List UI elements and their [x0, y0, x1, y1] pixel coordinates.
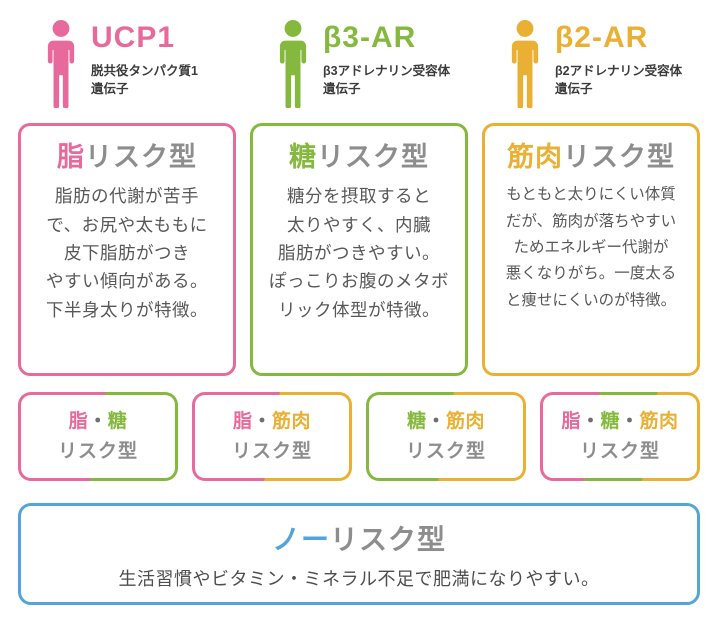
combo-box-sugar-muscle-inner: 糖・筋肉 リスク型: [369, 395, 523, 478]
gene-header-b2ar: β2-AR β2アドレナリン受容体 遺伝子: [482, 20, 700, 116]
gene-header-ucp1: UCP1 脱共役タンパク質1 遺伝子: [18, 20, 236, 116]
combo-fat-sugar-muscle-suffix: リスク型: [579, 441, 660, 463]
risk-box-muscle: 筋肉リスク型 もともと太りにくい体質 だが、筋肉が落ちやすい ためエネルギー代謝…: [482, 123, 700, 376]
risk-box-muscle-description: もともと太りにくい体質 だが、筋肉が落ちやすい ためエネルギー代謝が 悪くなりが…: [505, 186, 677, 309]
gene-header-text-b3ar: β3-AR β3アドレナリン受容体 遺伝子: [323, 20, 450, 116]
no-risk-title-colored: ノー: [271, 523, 330, 555]
gene-header-b3ar: β3-AR β3アドレナリン受容体 遺伝子: [250, 20, 468, 116]
risk-box-fat-title: 脂リスク型: [25, 141, 229, 173]
risk-box-muscle-title-colored: 筋肉: [507, 142, 563, 172]
combo-fat-sugar-muscle-title: 脂・糖・筋肉: [561, 410, 678, 435]
gene-name-b3ar: β3-AR: [323, 21, 417, 54]
combo-sugar-muscle-suffix: リスク型: [405, 441, 486, 463]
risk-box-fat: 脂リスク型 脂肪の代謝が苦手 で、お尻や太ももに 皮下脂肪がつき やすい傾向があ…: [18, 123, 236, 376]
person-icon-pink: [44, 20, 78, 116]
combo-risk-row: 脂・糖 リスク型 脂・筋肉 リスク型 糖・筋肉 リスク型 脂・糖・筋肉 リスク型: [18, 392, 700, 481]
combo-separator: ・: [252, 410, 272, 432]
combo-box-fat-muscle: 脂・筋肉 リスク型: [192, 392, 352, 481]
combo-part-muscle: 筋肉: [639, 410, 679, 432]
combo-part-sugar: 糖: [107, 410, 128, 432]
gene-subtitle-b2ar: β2アドレナリン受容体 遺伝子: [555, 63, 683, 97]
risk-box-muscle-title-suffix: リスク型: [563, 142, 675, 172]
gene-name-b2ar: β2-AR: [555, 21, 649, 54]
combo-part-muscle: 筋肉: [272, 410, 312, 432]
gene-header-text-ucp1: UCP1 脱共役タンパク質1 遺伝子: [91, 20, 198, 116]
gene-column-b3ar: β3-AR β3アドレナリン受容体 遺伝子 糖リスク型 糖分を摂取すると 太りや…: [250, 20, 468, 376]
combo-separator: ・: [426, 410, 446, 432]
no-risk-box: ノーリスク型 生活習慣やビタミン・ミネラル不足で肥満になりやすい。: [18, 503, 700, 605]
combo-separator: ・: [580, 410, 601, 432]
no-risk-description: 生活習慣やビタミン・ミネラル不足で肥満になりやすい。: [118, 568, 600, 589]
combo-part-fat: 脂: [561, 410, 581, 432]
risk-box-fat-title-colored: 脂: [57, 142, 85, 172]
combo-part-sugar: 糖: [406, 410, 427, 432]
gene-subtitle-b3ar: β3アドレナリン受容体 遺伝子: [323, 63, 451, 97]
gene-name-ucp1: UCP1: [91, 21, 176, 54]
combo-box-fat-muscle-inner: 脂・筋肉 リスク型: [195, 395, 349, 478]
gene-columns-row: UCP1 脱共役タンパク質1 遺伝子 脂リスク型 脂肪の代謝が苦手 で、お尻や太…: [18, 20, 700, 376]
combo-fat-muscle-suffix: リスク型: [231, 441, 312, 463]
risk-box-sugar-title-suffix: リスク型: [317, 142, 429, 172]
combo-part-fat: 脂: [232, 410, 253, 432]
combo-box-sugar-muscle: 糖・筋肉 リスク型: [366, 392, 526, 481]
risk-box-sugar-title: 糖リスク型: [257, 141, 461, 173]
combo-part-sugar: 糖: [600, 410, 620, 432]
no-risk-title: ノーリスク型: [272, 518, 446, 558]
combo-fat-sugar-suffix: リスク型: [57, 441, 138, 463]
combo-fat-muscle-title: 脂・筋肉: [233, 410, 311, 435]
combo-separator: ・: [88, 410, 108, 432]
risk-box-sugar: 糖リスク型 糖分を摂取すると 太りやすく、内臓 脂肪がつきやすい。 ぽっこりお腹…: [250, 123, 468, 376]
no-risk-title-suffix: リスク型: [330, 523, 447, 555]
risk-box-fat-description: 脂肪の代謝が苦手 で、お尻や太ももに 皮下脂肪がつき やすい傾向がある。 下半身…: [46, 186, 208, 320]
gene-header-text-b2ar: β2-AR β2アドレナリン受容体 遺伝子: [555, 20, 682, 116]
combo-separator: ・: [620, 410, 640, 432]
combo-sugar-muscle-title: 糖・筋肉: [407, 410, 485, 435]
combo-box-fat-sugar-muscle-inner: 脂・糖・筋肉 リスク型: [543, 395, 697, 478]
risk-box-muscle-title: 筋肉リスク型: [489, 141, 693, 173]
risk-box-sugar-title-colored: 糖: [289, 142, 317, 172]
gene-column-ucp1: UCP1 脱共役タンパク質1 遺伝子 脂リスク型 脂肪の代謝が苦手 で、お尻や太…: [18, 20, 236, 376]
combo-part-fat: 脂: [68, 410, 89, 432]
person-icon-yellow: [508, 20, 542, 116]
person-icon-green: [276, 20, 310, 116]
combo-box-fat-sugar-muscle: 脂・糖・筋肉 リスク型: [540, 392, 700, 481]
risk-box-sugar-description: 糖分を摂取すると 太りやすく、内臓 脂肪がつきやすい。 ぽっこりお腹のメタボ リ…: [269, 186, 449, 320]
gene-subtitle-ucp1: 脱共役タンパク質1 遺伝子: [91, 63, 198, 97]
gene-column-b2ar: β2-AR β2アドレナリン受容体 遺伝子 筋肉リスク型 もともと太りにくい体質…: [482, 20, 700, 376]
risk-box-fat-title-suffix: リスク型: [85, 142, 197, 172]
combo-box-fat-sugar: 脂・糖 リスク型: [18, 392, 178, 481]
combo-box-fat-sugar-inner: 脂・糖 リスク型: [21, 395, 175, 478]
combo-part-muscle: 筋肉: [446, 410, 486, 432]
combo-fat-sugar-title: 脂・糖: [69, 410, 128, 435]
